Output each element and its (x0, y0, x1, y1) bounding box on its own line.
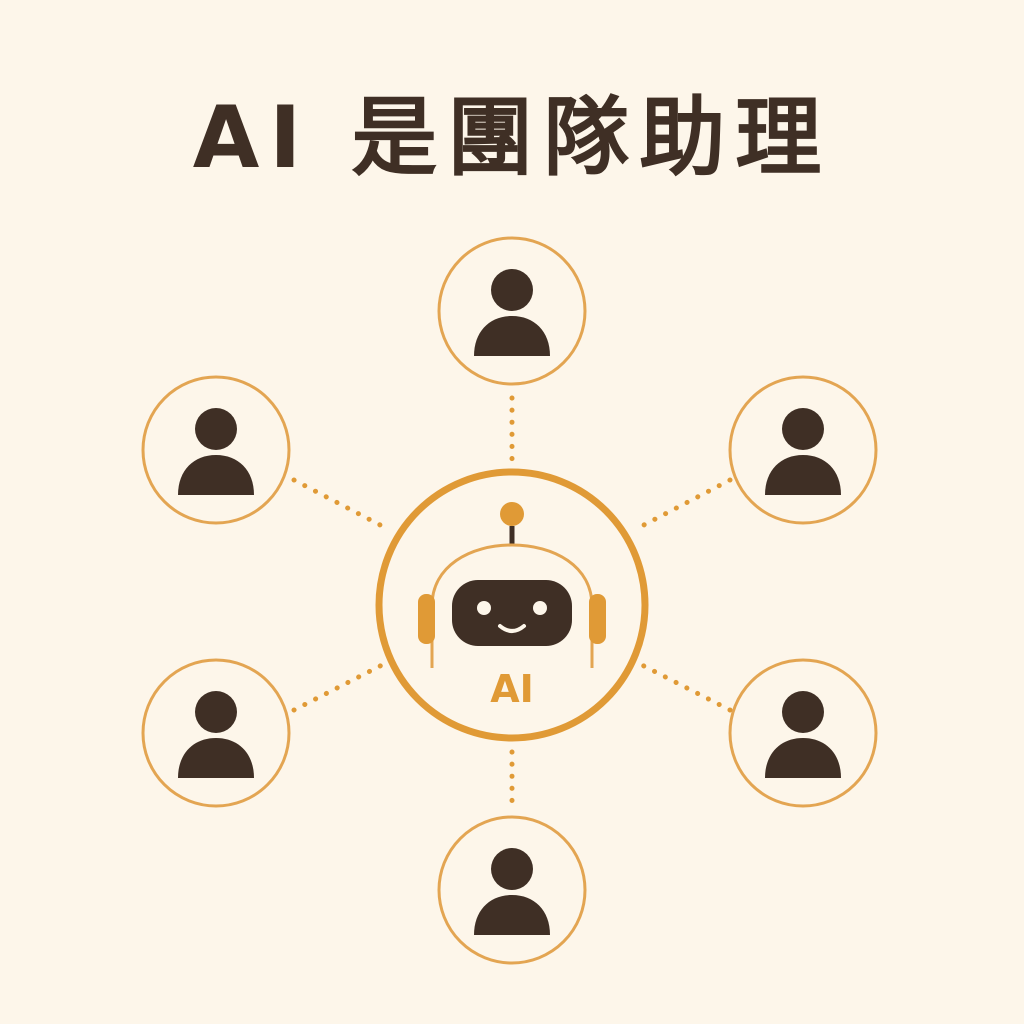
member-ring (437, 815, 587, 965)
member-upper-left (141, 375, 291, 525)
connector-upper-right (637, 477, 733, 530)
member-ring (728, 375, 878, 525)
member-upper-right (728, 375, 878, 525)
robot-icon (418, 502, 606, 668)
person-icon (474, 269, 550, 356)
page-title: AI 是團隊助理 (192, 88, 832, 188)
ai-hub: AI (375, 468, 649, 742)
member-lower-right (728, 658, 878, 808)
person-icon (474, 848, 550, 935)
member-lower-left (141, 658, 291, 808)
connectors (291, 395, 733, 815)
connector-upper-left (291, 477, 387, 530)
person-icon (178, 408, 254, 495)
member-ring (141, 658, 291, 808)
connector-lower-left (291, 661, 387, 713)
person-icon (765, 408, 841, 495)
person-icon (765, 691, 841, 778)
connector-lower-right (637, 661, 733, 713)
hub-label: AI (490, 667, 534, 711)
member-ring (437, 236, 587, 386)
person-icon (178, 691, 254, 778)
member-ring (141, 375, 291, 525)
member-top (437, 236, 587, 386)
member-ring (728, 658, 878, 808)
member-bottom (437, 815, 587, 965)
hub-ring (375, 468, 649, 742)
